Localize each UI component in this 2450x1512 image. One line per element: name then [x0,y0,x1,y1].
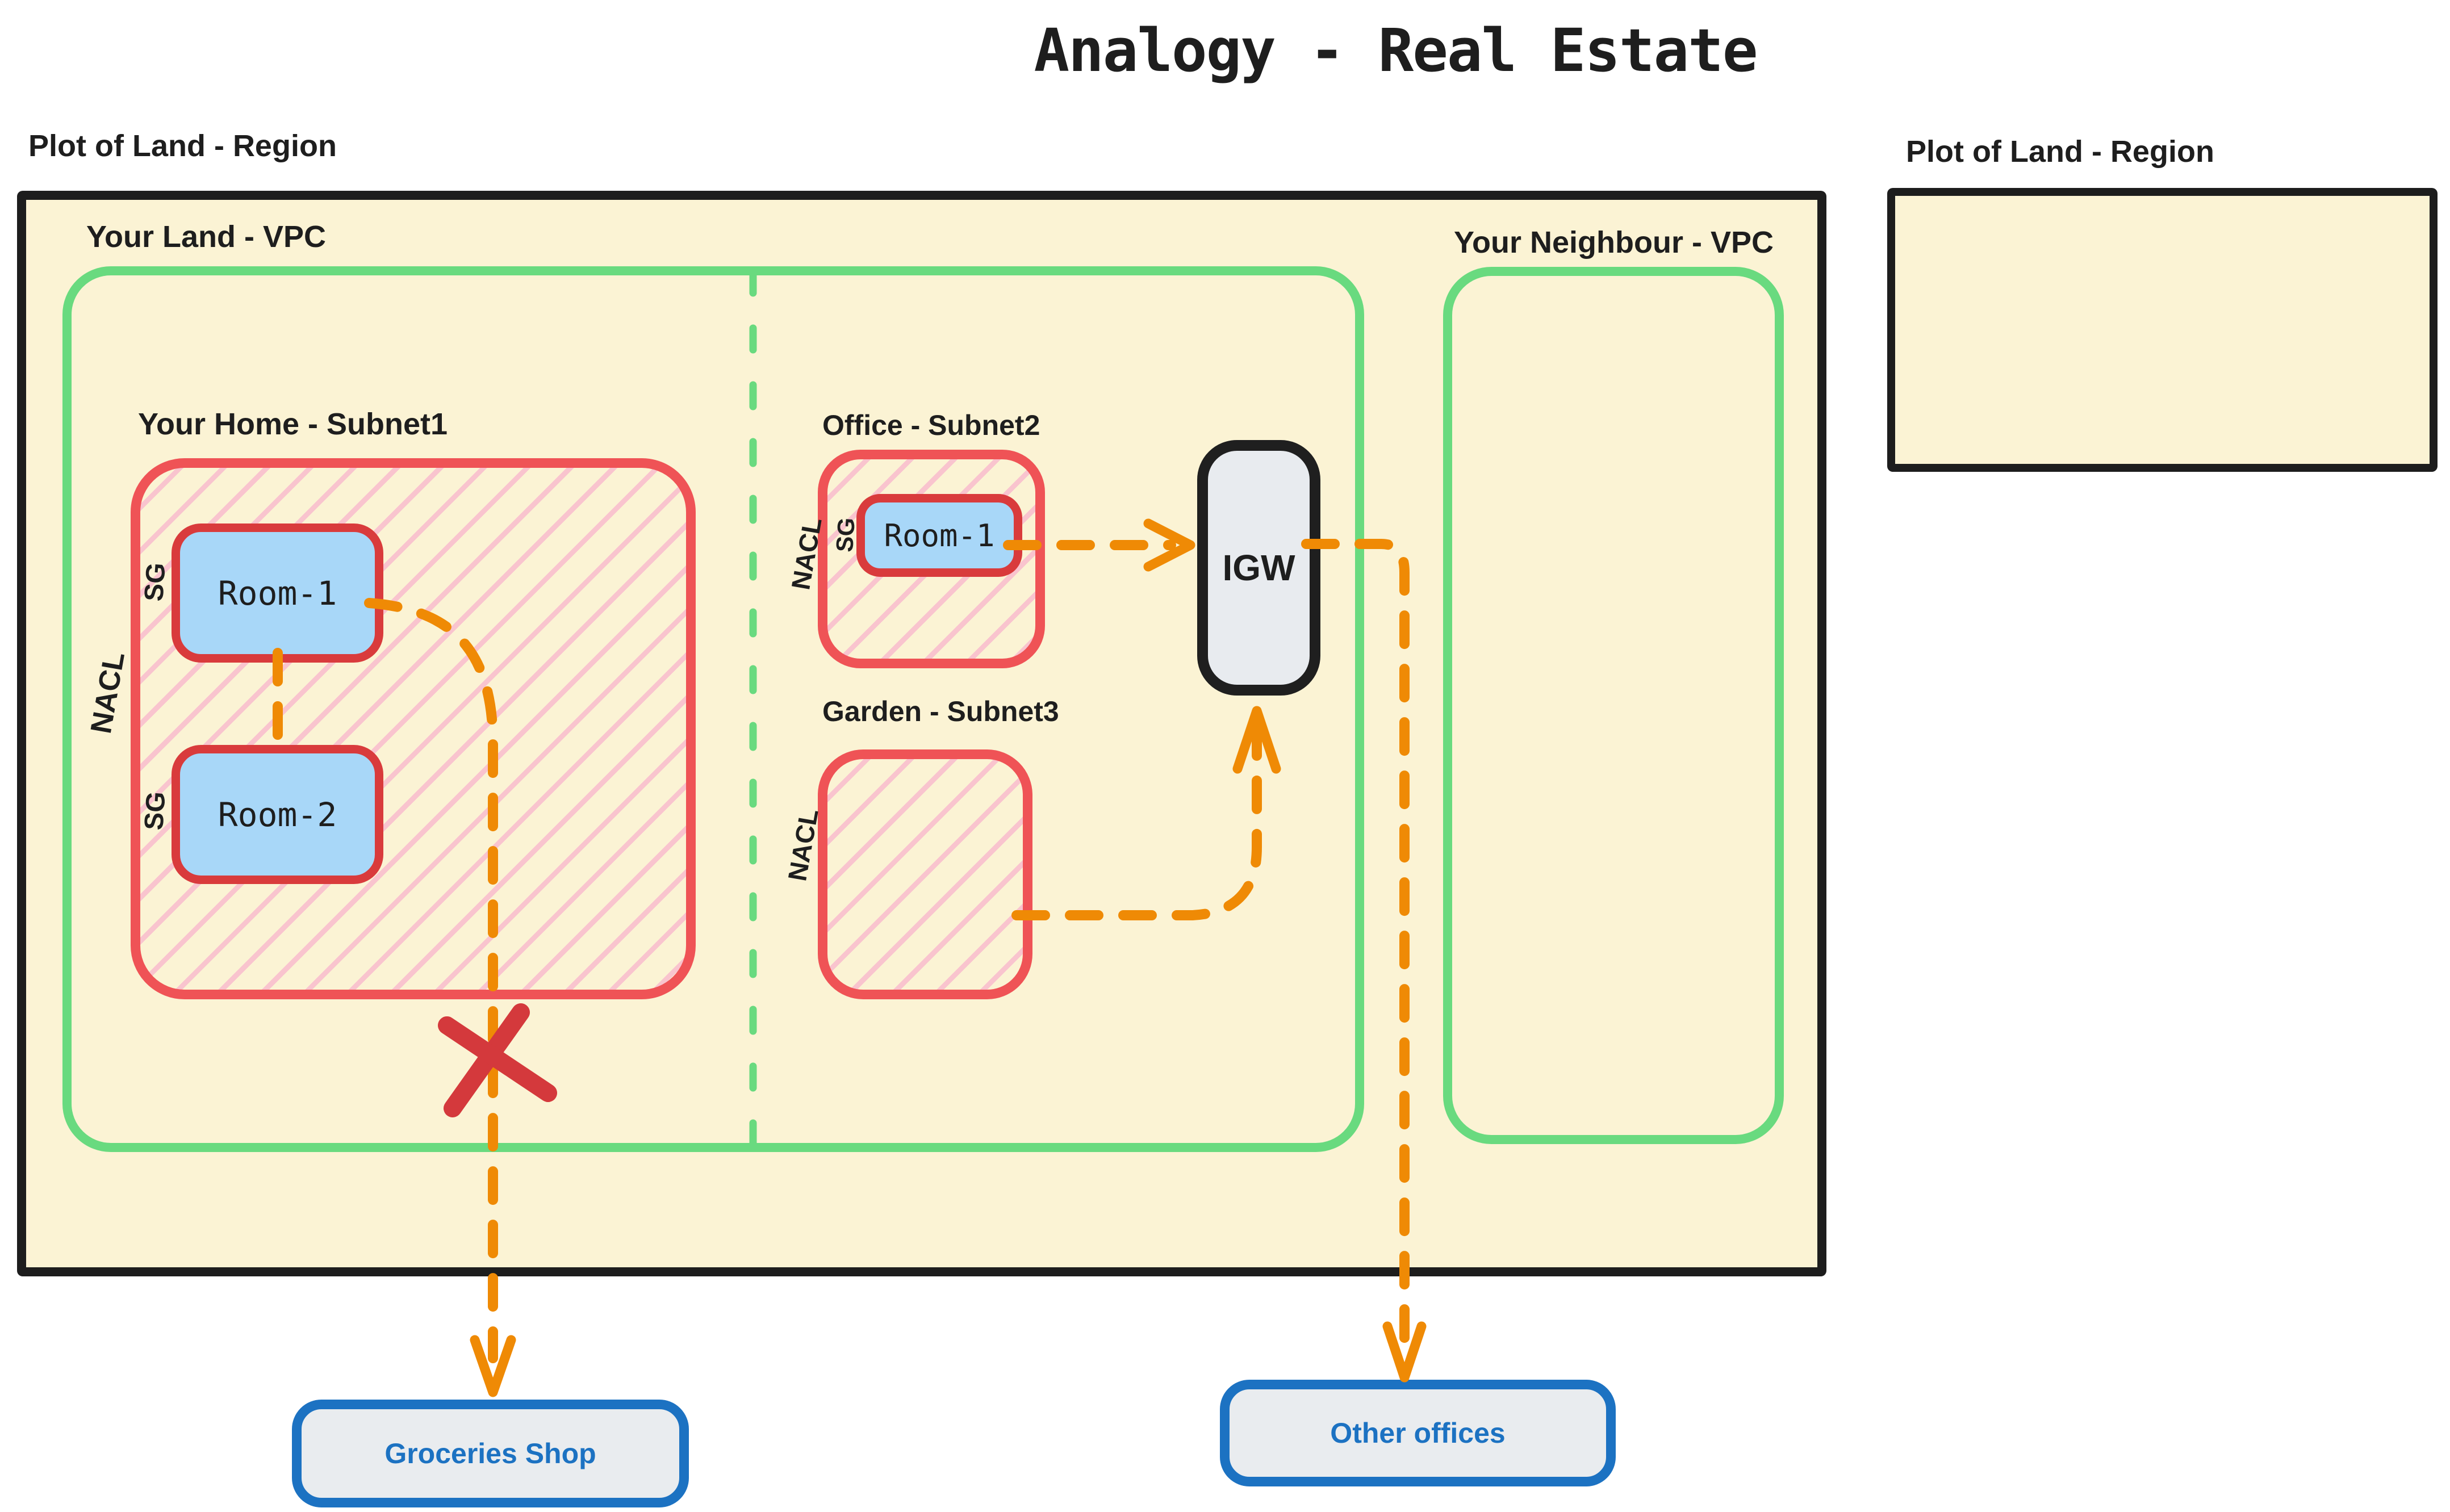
subnet-garden-box [818,749,1032,999]
groceries-shop-label: Groceries Shop [384,1438,596,1469]
subnet-office-label: Office - Subnet2 [822,409,1040,441]
region-right-box [1887,188,2438,472]
home-room-2-label: Room-2 [218,795,337,834]
subnet-home-sg1-label: SG [138,562,171,602]
other-offices-label: Other offices [1330,1417,1506,1449]
diagram-title: Analogy - Real Estate [1034,16,1758,85]
igw-label: IGW [1222,547,1295,588]
office-room-1-label: Room-1 [884,517,995,554]
home-room-1-label: Room-1 [218,573,337,613]
vpc-neighbour-box [1443,267,1784,1144]
groceries-shop-node: Groceries Shop [292,1400,689,1507]
vpc-neighbour-label: Your Neighbour - VPC [1454,225,1774,259]
arrowhead-other-offices [1382,1321,1427,1383]
region-left-label: Plot of Land - Region [28,129,337,163]
arrowhead-groceries [470,1335,516,1397]
region-right-label: Plot of Land - Region [1906,135,2214,169]
subnet-home-sg2-label: SG [138,790,171,831]
igw-node: IGW [1197,440,1320,696]
vpc-your-land-label: Your Land - VPC [86,220,327,254]
other-offices-node: Other offices [1220,1380,1616,1486]
subnet-garden-label: Garden - Subnet3 [822,696,1059,727]
office-room-1: Room-1 [856,494,1022,577]
home-room-1: Room-1 [172,523,383,663]
home-room-2: Room-2 [172,745,383,884]
subnet-home-label: Your Home - Subnet1 [138,407,448,441]
